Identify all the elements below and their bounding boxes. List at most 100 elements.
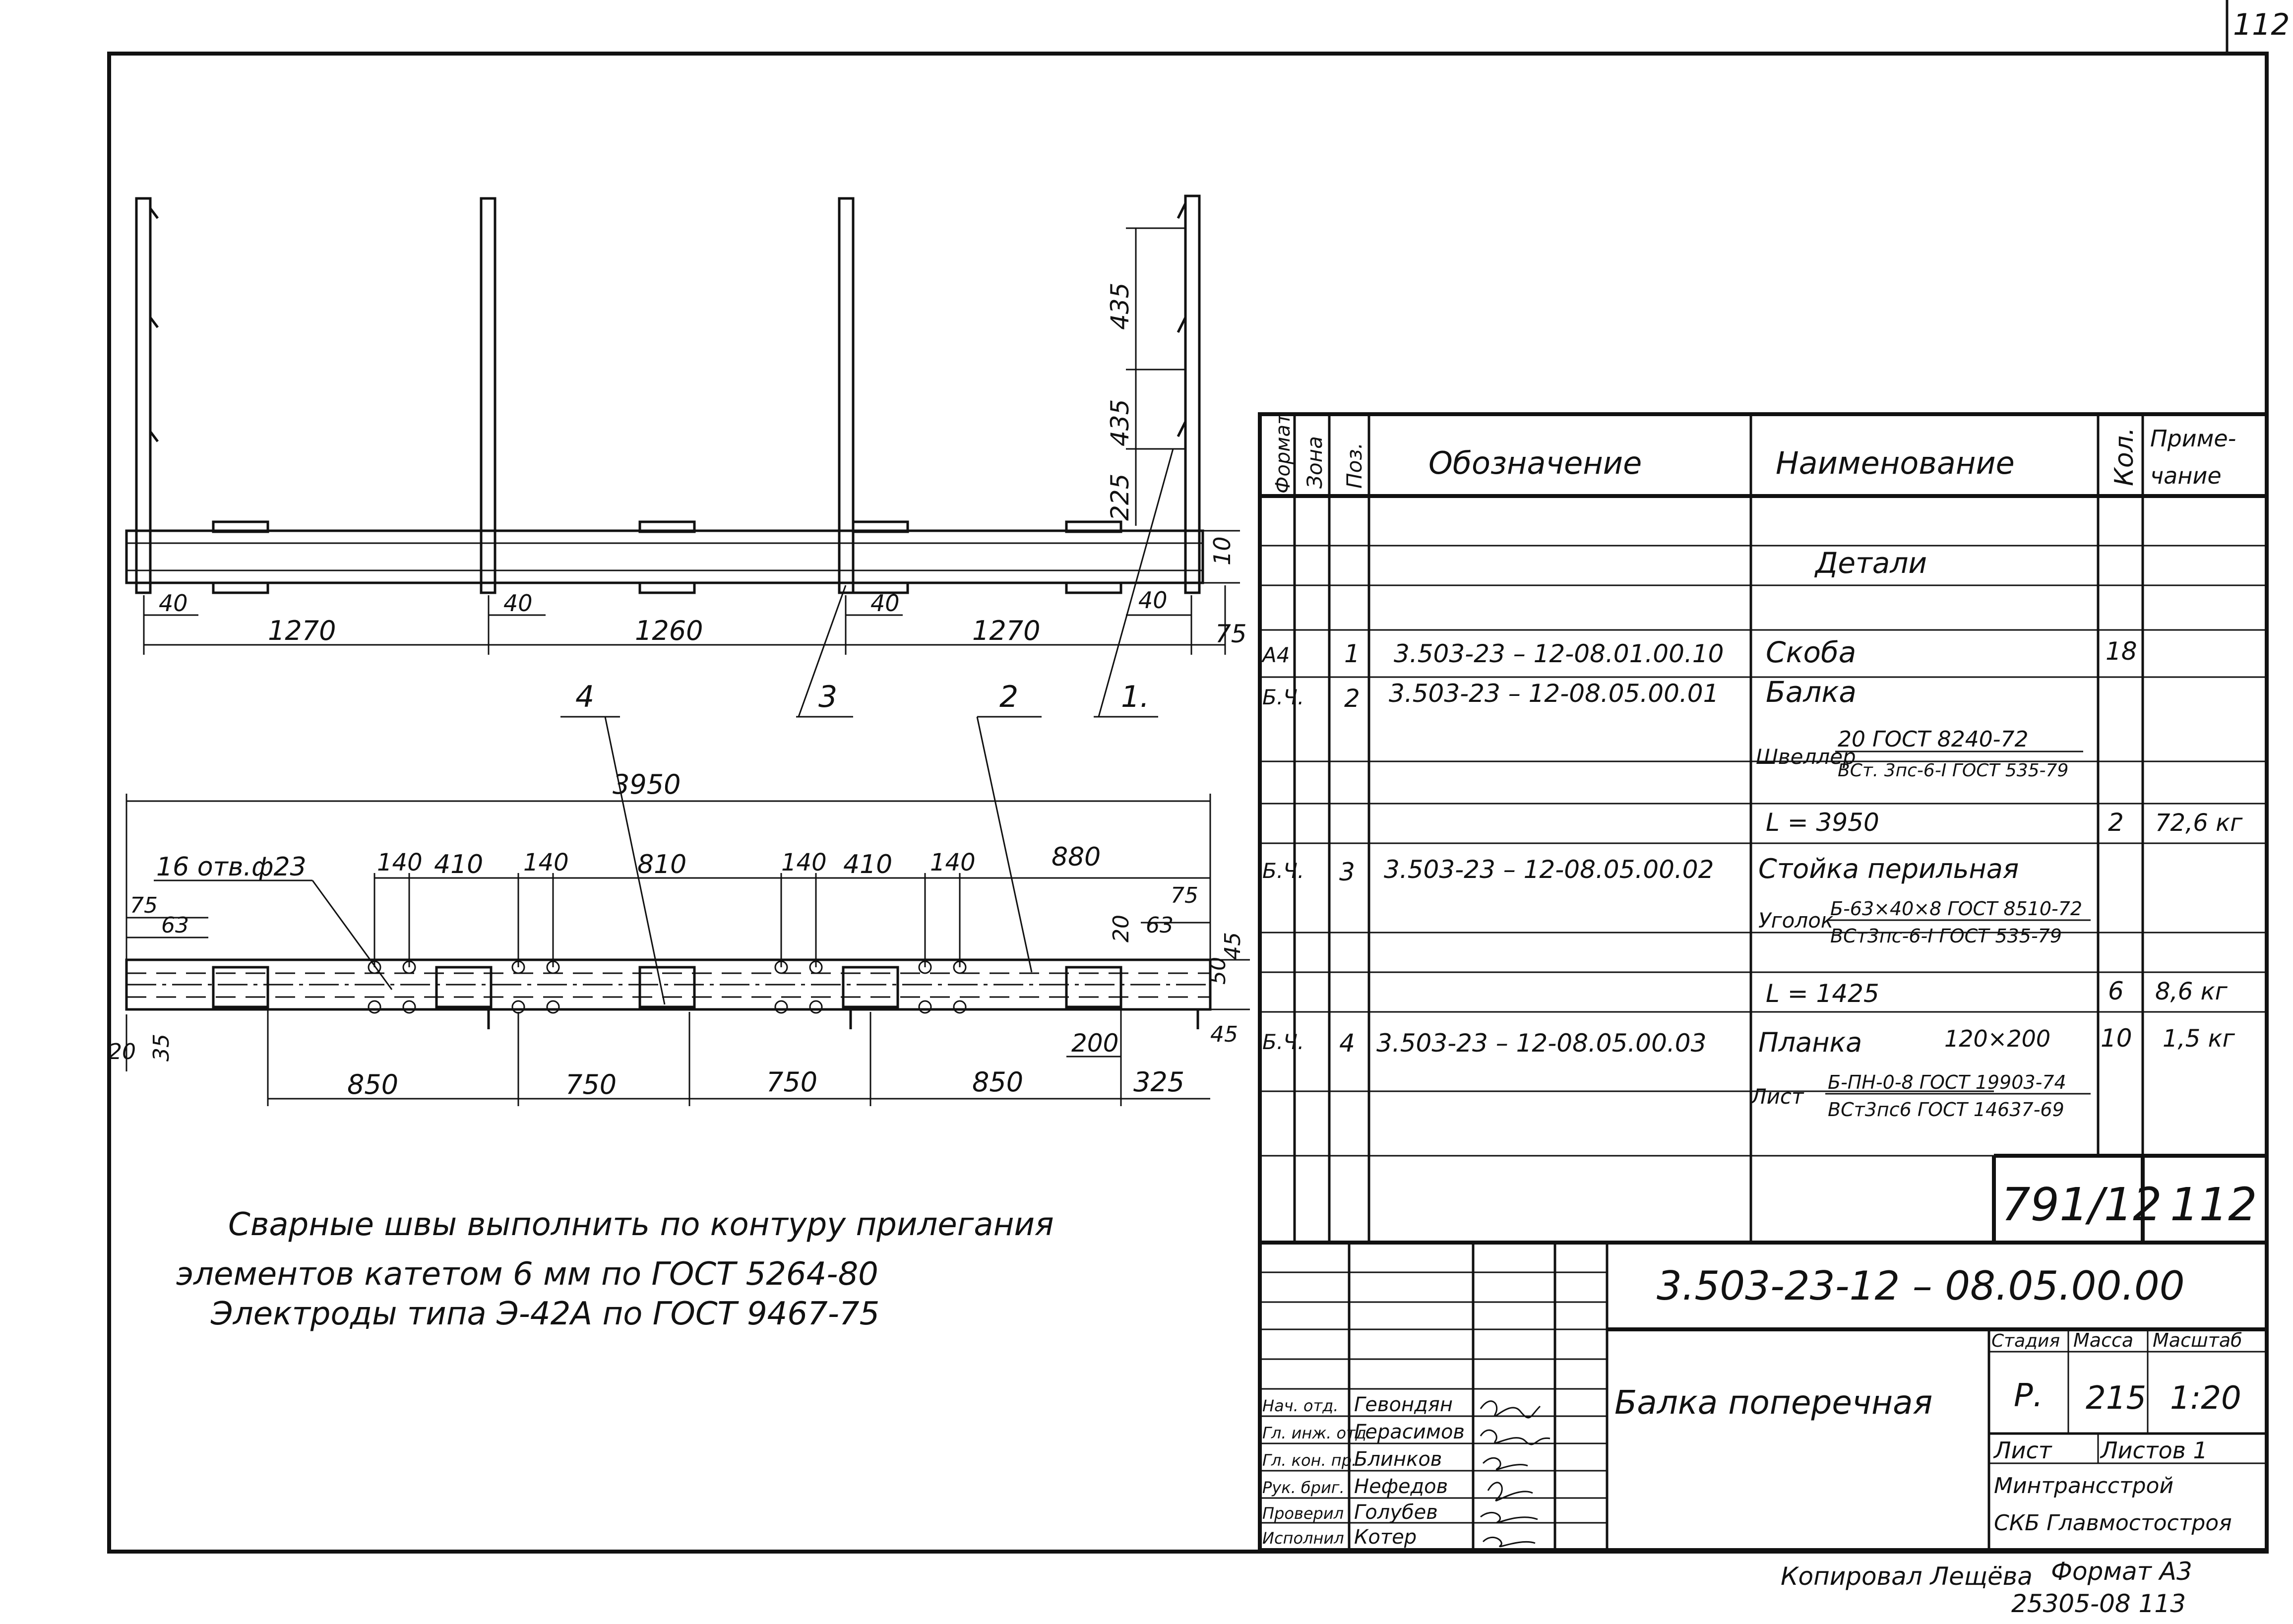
row4-name: Планка (1758, 1027, 1862, 1058)
corner-page-number: 112 (2233, 7, 2290, 42)
hdr-designation: Обозначение (1428, 445, 1642, 481)
list-bottom: ВСт3пс6 ГОСТ 14637-69 (1828, 1099, 2064, 1121)
hdr-pos: Поз. (1342, 442, 1366, 489)
beam-top (125, 529, 1204, 584)
role-1: Нач. отд. (1262, 1396, 1338, 1415)
dim-35-left: 35 (149, 1034, 174, 1062)
plate (638, 581, 696, 594)
scale-value: 1:20 (2170, 1380, 2241, 1417)
plate-side (842, 966, 899, 1008)
top-view: 1270 1260 1270 75 40 40 40 40 10 435 435… (125, 194, 1247, 1005)
post-3 (838, 197, 855, 594)
dim-410-b: 410 (843, 850, 892, 879)
shveller-length: L = 3950 (1766, 808, 1879, 837)
signature (1480, 1429, 1550, 1445)
name-2: Герасимов (1354, 1421, 1465, 1443)
row1-designation: 3.503-23 – 12-08.01.00.10 (1394, 639, 1724, 668)
dim-410-a: 410 (434, 850, 483, 879)
dim-880: 880 (1052, 842, 1101, 872)
title-block: 3.503-23-12 – 08.05.00.00 Балка поперечн… (1258, 1241, 2269, 1552)
dim-850-left: 850 (347, 1069, 398, 1100)
sheets-label: Листов 1 (2100, 1437, 2208, 1464)
dim-45-right-bottom: 45 (1210, 1022, 1238, 1047)
ugolok-top: Б-63×40×8 ГОСТ 8510-72 (1830, 898, 2082, 920)
ugolok-mass: 8,6 кг (2155, 978, 2228, 1005)
role-3: Гл. кон. пр. (1262, 1451, 1357, 1470)
dim-40-c: 40 (870, 590, 900, 617)
plate (212, 520, 269, 533)
plate (212, 581, 269, 594)
dim-40-d: 40 (1138, 587, 1168, 614)
plate-side (1065, 966, 1122, 1008)
hdr-qty: Кол. (2109, 428, 2139, 487)
list-top: Б-ПН-0-8 ГОСТ 19903-74 (1828, 1071, 2066, 1093)
note-line-2: элементов катетом 6 мм по ГОСТ 5264-80 (176, 1256, 878, 1293)
ugolok-length: L = 1425 (1766, 979, 1879, 1008)
row1-name: Скоба (1766, 635, 1856, 669)
dim-10-top: 10 (1209, 536, 1236, 565)
dim-45-right-top: 45 (1220, 932, 1245, 960)
dim-20-left: 20 (108, 1039, 136, 1064)
dim-750-right: 750 (766, 1066, 817, 1098)
dim-140-d: 140 (930, 849, 976, 876)
dim-40-b: 40 (503, 590, 533, 617)
row1-format: А4 (1261, 643, 1290, 667)
hdr-note-1: Приме- (2150, 425, 2236, 452)
holes-note: 16 отв.ф23 (156, 852, 307, 882)
row3-designation: 3.503-23 – 12-08.05.00.02 (1384, 855, 1714, 884)
stamp-number: 791/12 (2001, 1178, 2162, 1231)
dim-140-b: 140 (523, 849, 569, 876)
weld-notes: Сварные швы выполнить по контуру прилега… (176, 1206, 1054, 1332)
stage-value: Р. (2014, 1377, 2043, 1414)
callout-2: 2 (999, 680, 1018, 714)
planka-size: 120×200 (1944, 1025, 2050, 1052)
row4-pos: 4 (1339, 1029, 1355, 1058)
doc-number: 3.503-23-12 – 08.05.00.00 (1657, 1263, 2185, 1309)
stage-label: Стадия (1991, 1331, 2060, 1351)
shveller-mass: 72,6 кг (2155, 809, 2243, 837)
dim-3950: 3950 (613, 769, 681, 800)
hdr-zone: Зона (1302, 436, 1327, 489)
role-2: Гл. инж. отд. (1262, 1424, 1371, 1442)
bolt-holes (368, 960, 967, 1014)
scale-label: Масштаб (2153, 1329, 2242, 1351)
name-4: Нефедов (1354, 1475, 1448, 1498)
spec-table: Формат Зона Поз. Обозначение Наименовани… (1258, 412, 2269, 1245)
row3-name: Стойка перильная (1758, 853, 2019, 884)
dim-140-c: 140 (781, 849, 827, 876)
hdr-format: Формат (1272, 412, 1295, 494)
hdr-name: Наименование (1776, 445, 2015, 481)
row2-pos: 2 (1344, 684, 1360, 713)
mass-label: Масса (2073, 1329, 2133, 1351)
plate-side (212, 966, 269, 1008)
mass-value: 215 (2086, 1380, 2146, 1417)
post-4 (1184, 194, 1201, 594)
dim-75-left: 75 (130, 893, 158, 918)
row4-format: Б.Ч. (1262, 1030, 1304, 1054)
role-6: Исполнил (1262, 1529, 1344, 1548)
signature (1482, 1536, 1536, 1548)
name-6: Котер (1354, 1526, 1417, 1549)
dim-63-right: 63 (1146, 913, 1174, 938)
dim-750-left: 750 (565, 1069, 617, 1100)
format-note: Формат А3 (2051, 1557, 2192, 1586)
doc-name: Балка поперечная (1614, 1383, 1932, 1422)
archive-note: 25305-08 113 (2011, 1589, 2186, 1618)
name-3: Блинков (1354, 1448, 1442, 1471)
plate (1065, 520, 1122, 533)
sheet-label: Лист (1993, 1437, 2052, 1464)
note-line-1: Сварные швы выполнить по контуру прилега… (228, 1206, 1054, 1243)
shveller-bottom: ВСт. 3пс-6-I ГОСТ 535-79 (1838, 760, 2068, 781)
note-line-3: Электроды типа Э-42А по ГОСТ 9467-75 (210, 1296, 879, 1332)
list-prefix: Лист (1750, 1084, 1804, 1109)
dim-325: 325 (1133, 1066, 1184, 1098)
ugolok-bottom: ВСт3пс-6-I ГОСТ 535-79 (1830, 925, 2062, 947)
row4-qty: 10 (2101, 1024, 2132, 1053)
dim-435-upper: 435 (1106, 283, 1134, 330)
dim-225: 225 (1106, 474, 1134, 521)
callout-1: 1. (1121, 680, 1149, 714)
signature (1480, 1511, 1538, 1524)
ugolok-qty: 6 (2108, 977, 2124, 1005)
dim-75-top: 75 (1215, 620, 1247, 648)
